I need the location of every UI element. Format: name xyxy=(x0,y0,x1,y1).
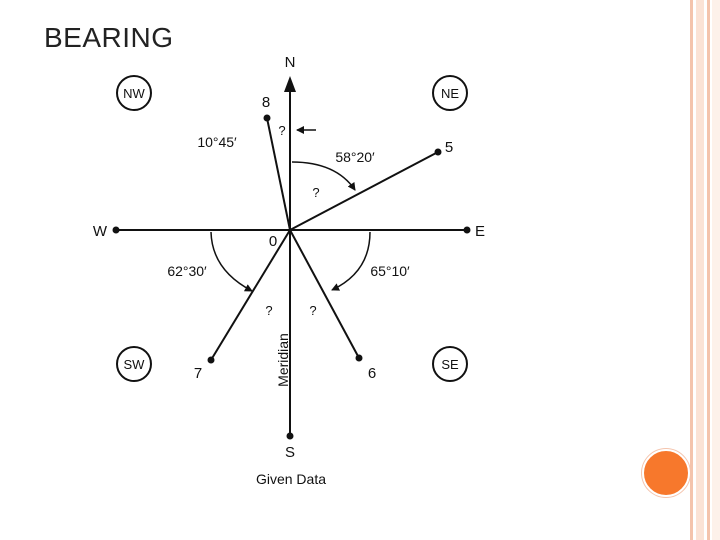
line-0-6 xyxy=(289,229,360,359)
border-strip-4 xyxy=(712,0,720,540)
angle-arc-5 xyxy=(291,161,356,191)
unknown-5-label: ? xyxy=(312,185,319,200)
north-label: N xyxy=(285,54,296,71)
quadrant-se-label: SE xyxy=(441,357,459,372)
south-point xyxy=(286,432,294,440)
quadrant-ne: NE xyxy=(432,75,468,111)
east-label: E xyxy=(475,223,485,240)
quadrant-nw: NW xyxy=(116,75,152,111)
point-7-label: 7 xyxy=(194,365,202,382)
point-6-label: 6 xyxy=(368,365,376,382)
quadrant-sw: SW xyxy=(116,346,152,382)
south-label: S xyxy=(285,444,295,461)
west-point xyxy=(112,226,120,234)
line-0-7 xyxy=(210,229,291,361)
point-8-label: 8 xyxy=(262,94,270,111)
quadrant-nw-label: NW xyxy=(123,86,145,101)
line-0-8 xyxy=(266,117,291,231)
angle-8-label: 10°45′ xyxy=(197,134,237,150)
angle-5-label: 58°20′ xyxy=(335,149,375,165)
point-8 xyxy=(263,114,271,122)
line-0-5 xyxy=(289,151,439,231)
slide-title: BEARING xyxy=(44,22,174,53)
west-label: W xyxy=(93,223,108,240)
border-strip-3 xyxy=(707,0,710,540)
border-strip-1 xyxy=(690,0,693,540)
point-6 xyxy=(355,354,363,362)
unknown-7-label: ? xyxy=(265,303,272,318)
unknown-6-label: ? xyxy=(309,303,316,318)
border-strip-2 xyxy=(696,0,704,540)
angle-arc-6 xyxy=(331,231,371,291)
diagram-caption: Given Data xyxy=(256,471,326,487)
east-point xyxy=(463,226,471,234)
decorative-orange-circle xyxy=(642,449,690,497)
angle-6-label: 65°10′ xyxy=(370,263,410,279)
quadrant-sw-label: SW xyxy=(124,357,146,372)
north-arrow-icon xyxy=(284,76,296,92)
angle-arc-7 xyxy=(210,231,253,292)
quadrant-se: SE xyxy=(432,346,468,382)
point-5 xyxy=(434,148,442,156)
point-5-label: 5 xyxy=(445,139,453,156)
angle-7-label: 62°30′ xyxy=(167,263,207,279)
unknown-8-label: ? xyxy=(278,123,285,138)
quadrant-ne-label: NE xyxy=(441,86,459,101)
meridian-label: Meridian xyxy=(275,333,291,387)
origin-label: 0 xyxy=(269,233,277,250)
point-7 xyxy=(207,356,215,364)
